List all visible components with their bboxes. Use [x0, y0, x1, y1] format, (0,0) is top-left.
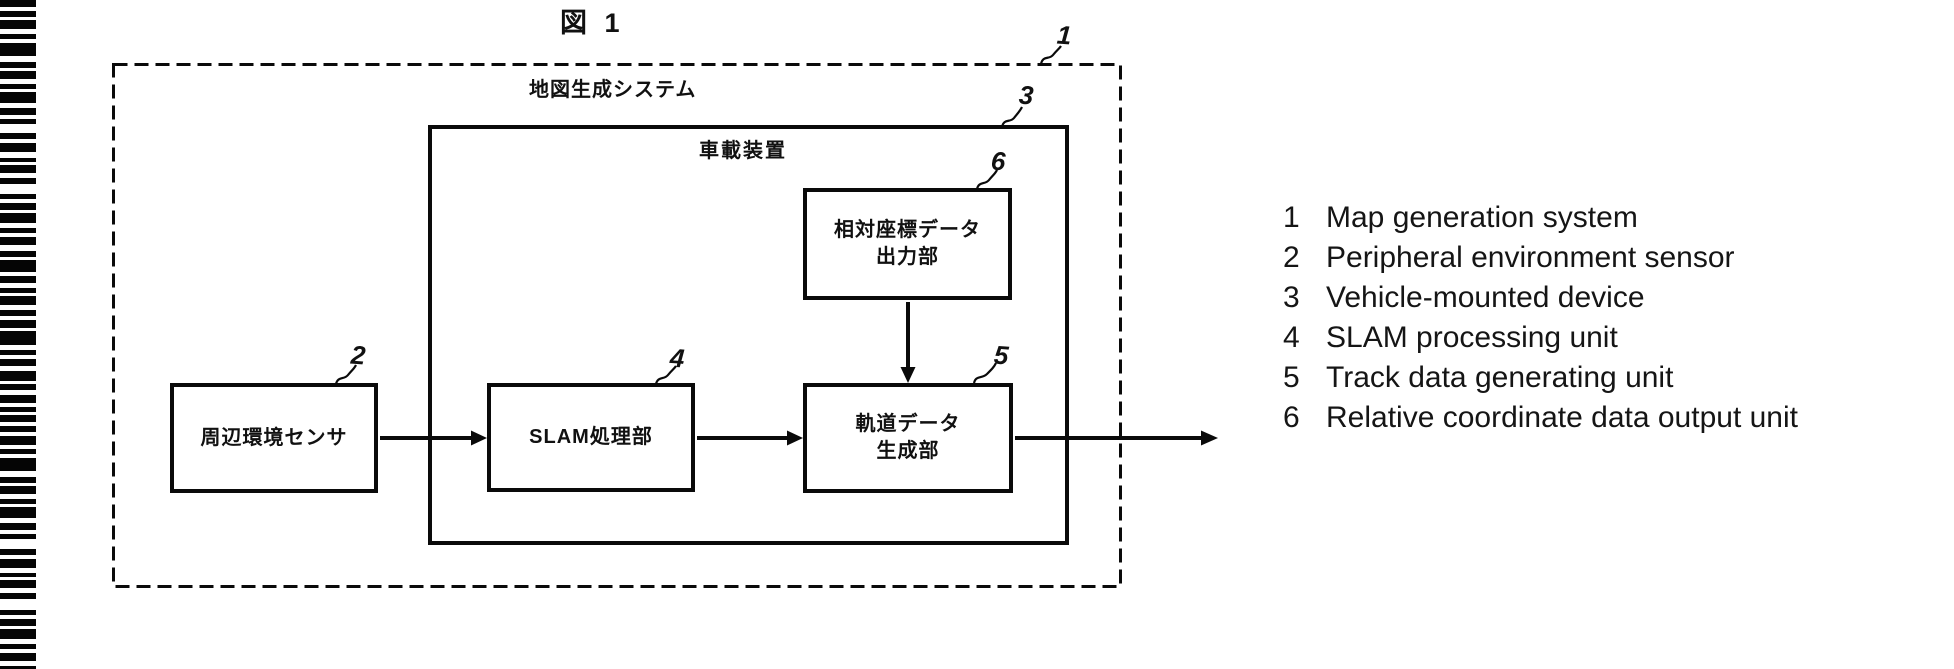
barcode-bar [0, 61, 36, 68]
barcode-bar [0, 426, 36, 433]
barcode-bar [0, 609, 36, 615]
barcode-bar [0, 476, 36, 483]
legend-item-number: 5 [1283, 361, 1300, 394]
barcode-bar [0, 573, 36, 578]
barcode-bar [0, 177, 36, 184]
reference-number-4: 4 [669, 342, 686, 374]
reference-number-6: 6 [990, 145, 1007, 177]
barcode-bar [0, 652, 36, 661]
legend-item-number: 6 [1283, 401, 1300, 434]
barcode-bar [0, 228, 36, 234]
barcode-bar [0, 643, 36, 649]
barcode-bar [0, 407, 36, 413]
barcode-bar [0, 275, 36, 283]
legend-item-number: 1 [1283, 201, 1300, 234]
scan-barcode-strip [0, 0, 36, 669]
barcode-bar [0, 319, 36, 328]
barcode-bar [0, 33, 36, 39]
barcode-bar [0, 91, 36, 103]
barcode-bar [0, 628, 36, 639]
legend-item-label: Map generation system [1326, 201, 1638, 234]
barcode-bar [0, 593, 36, 600]
barcode-bar [0, 20, 36, 30]
legend-item-label: Vehicle-mounted device [1326, 281, 1645, 314]
track-data-generating-unit-label-line1: 軌道データ [855, 413, 961, 435]
barcode-bar [0, 558, 36, 568]
barcode-bar [0, 118, 36, 124]
vehicle-mounted-device-label: 車載装置 [699, 140, 787, 162]
reference-number-1: 1 [1056, 19, 1073, 51]
reference-legend: 1 Map generation system 2 Peripheral enviro… [1283, 198, 1798, 438]
barcode-bar [0, 287, 36, 293]
barcode-bar [0, 250, 36, 257]
barcode-bar [0, 203, 36, 211]
barcode-bar [0, 548, 36, 555]
barcode-bar [0, 533, 36, 539]
barcode-bar [0, 157, 36, 162]
barcode-bar [0, 618, 36, 626]
legend-item-label: Track data generating unit [1326, 361, 1674, 394]
arrowhead-track-output [1201, 430, 1218, 446]
barcode-bar [0, 350, 36, 356]
barcode-bar [0, 458, 36, 472]
barcode-bar [0, 83, 36, 89]
barcode-bar [0, 259, 36, 272]
track-data-generating-unit-label-line2: 生成部 [876, 440, 940, 462]
barcode-bar [0, 70, 36, 79]
slam-processing-unit-label: SLAM処理部 [529, 426, 653, 448]
slam-processing-unit-box: SLAM処理部 [487, 383, 695, 492]
legend-item-number: 2 [1283, 241, 1300, 274]
figure-title: 図 1 [560, 8, 625, 38]
peripheral-environment-sensor-label: 周辺環境センサ [200, 426, 348, 449]
map-generation-system-label: 地図生成システム [529, 79, 697, 101]
legend-item-number: 3 [1283, 281, 1300, 314]
barcode-bar [0, 164, 36, 173]
track-data-generating-unit-box: 軌道データ 生成部 [803, 383, 1013, 493]
barcode-bar [0, 435, 36, 445]
reference-number-3: 3 [1018, 79, 1035, 111]
legend-item: 3 Vehicle-mounted device [1283, 278, 1798, 318]
peripheral-environment-sensor-box: 周辺環境センサ [170, 383, 378, 493]
barcode-bar [0, 0, 36, 7]
barcode-bar [0, 498, 36, 504]
barcode-bar [0, 507, 36, 519]
barcode-bar [0, 522, 36, 530]
barcode-bar [0, 194, 36, 200]
barcode-bar [0, 330, 36, 345]
barcode-bar [0, 580, 36, 589]
barcode-bar [0, 384, 36, 391]
reference-number-2: 2 [350, 339, 367, 371]
barcode-bar [0, 237, 36, 246]
legend-item-label: Relative coordinate data output unit [1326, 401, 1798, 434]
relative-coordinate-data-output-unit-box: 相対座標データ 出力部 [803, 188, 1012, 300]
legend-item: 2 Peripheral environment sensor [1283, 238, 1798, 278]
barcode-bar [0, 309, 36, 316]
legend-item: 4 SLAM processing unit [1283, 318, 1798, 358]
legend-item-label: Peripheral environment sensor [1326, 241, 1735, 274]
barcode-bar [0, 359, 36, 367]
barcode-bar [0, 42, 36, 56]
barcode-bar [0, 449, 36, 455]
legend-item-number: 4 [1283, 321, 1300, 354]
legend-item: 1 Map generation system [1283, 198, 1798, 238]
barcode-bar [0, 371, 36, 382]
vehicle-mounted-device-box [428, 125, 1069, 545]
barcode-bar [0, 143, 36, 153]
barcode-bar [0, 415, 36, 423]
reference-number-5: 5 [993, 339, 1010, 371]
barcode-bar [0, 666, 36, 669]
barcode-bar [0, 133, 36, 140]
barcode-bar [0, 11, 36, 17]
barcode-bar [0, 395, 36, 404]
barcode-bar [0, 107, 36, 115]
legend-item-label: SLAM processing unit [1326, 321, 1618, 354]
legend-item: 5 Track data generating unit [1283, 358, 1798, 398]
barcode-bar [0, 213, 36, 224]
relative-coordinate-data-output-unit-label-line1: 相対座標データ [834, 219, 981, 241]
legend-item: 6 Relative coordinate data output unit [1283, 398, 1798, 438]
relative-coordinate-data-output-unit-label-line2: 出力部 [876, 246, 939, 268]
barcode-bar [0, 486, 36, 495]
barcode-bar [0, 295, 36, 305]
